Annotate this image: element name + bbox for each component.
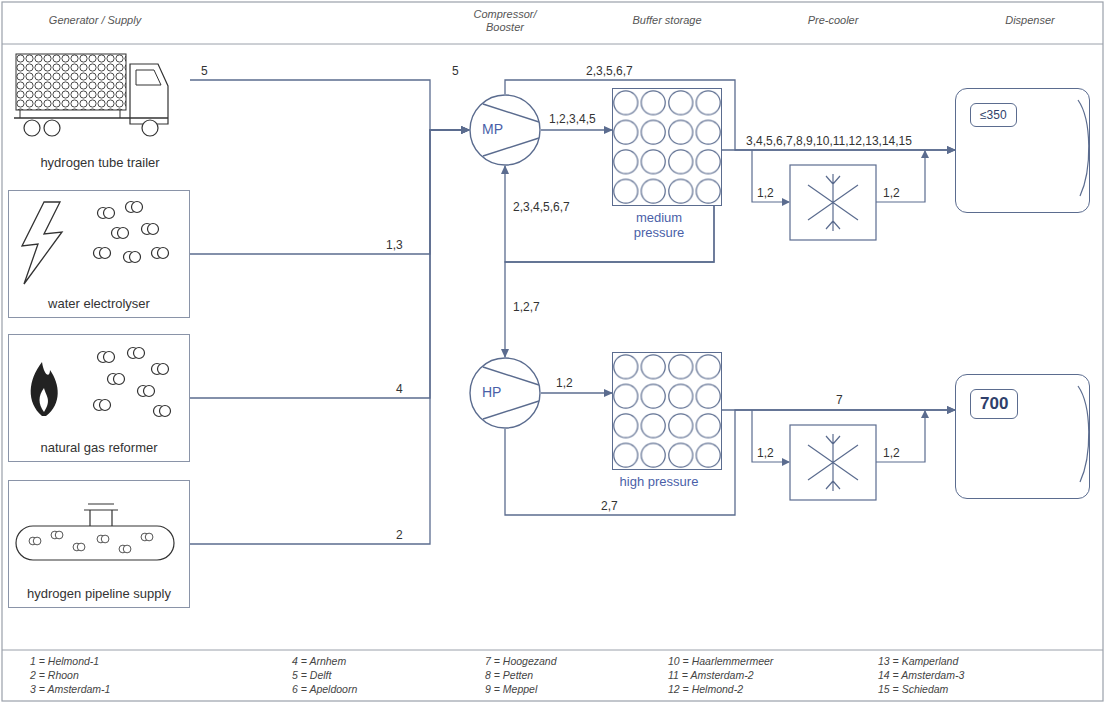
flow-line [190,130,469,544]
node-text: water electrolyser [9,296,189,311]
station-numbers: 1,2 [757,446,774,460]
station-numbers: 1,2 [883,446,900,460]
compressor-symbol: HP [469,357,541,429]
station-numbers: 1,2 [883,186,900,200]
station-numbers: 1,2 [757,186,774,200]
column-header: Compressor/ Booster [455,8,555,34]
station-key: 13 = Kamperland [878,655,958,667]
station-key: 3 = Amsterdam-1 [30,683,110,695]
station-numbers: 1,2,3,4,5 [548,112,597,126]
station-numbers: 2,3,4,5,6,7 [512,200,571,214]
node-text: ≤350 [970,103,1017,127]
flow-line [541,392,612,393]
tube-trailer: hydrogen tube trailer [10,48,190,176]
dispenser: ≤350 [955,88,1090,213]
station-key: 9 = Meppel [485,683,537,695]
node-text: HP [482,384,501,400]
storage-bank: medium pressure [612,88,722,206]
flow-line [505,166,714,262]
flow-line [722,149,955,150]
compressor-outline [469,357,541,429]
storage-bank: high pressure [612,352,722,470]
flow-line [722,409,955,410]
compressor-outline [469,94,541,166]
station-numbers: 2 [395,528,404,542]
column-header: Buffer storage [612,14,722,27]
station-key: 11 = Amsterdam-2 [668,669,754,681]
column-header: Generator / Supply [15,14,175,27]
node-text: high pressure [613,474,705,489]
station-numbers: 2,3,5,6,7 [585,64,634,78]
flow-line [541,129,612,130]
station-numbers: 7 [835,393,844,407]
flow-line [505,410,955,515]
flow-line [505,206,714,357]
station-numbers: 4 [395,382,404,396]
node-text: MP [482,121,503,137]
flow-line [190,130,469,398]
station-numbers: 1,2 [555,376,574,390]
station-key: 5 = Delft [292,669,331,681]
station-numbers: 3,4,5,6,7,8,9,10,11,12,13,14,15 [745,134,913,148]
station-numbers: 1,3 [385,238,404,252]
station-key: 2 = Rhoon [30,669,79,681]
station-key: 14 = Amsterdam-3 [878,669,964,681]
reformer-box: natural gas reformer [8,334,190,462]
station-key: 15 = Schiedam [878,683,948,695]
node-text: hydrogen tube trailer [10,155,190,170]
node-text: natural gas reformer [9,440,189,455]
pipeline-box: hydrogen pipeline supply [8,480,190,608]
flow-line [190,80,469,130]
electrolyser-box: water electrolyser [8,190,190,318]
station-numbers: 5 [452,64,459,78]
station-key: 1 = Helmond-1 [30,655,99,667]
station-key: 6 = Apeldoorn [292,683,357,695]
station-key: 8 = Petten [485,669,533,681]
compressor-symbol: MP [469,94,541,166]
station-numbers: 5 [200,64,209,78]
column-header: Dispenser [965,14,1095,27]
column-header: Pre-cooler [783,14,883,27]
station-key: 12 = Helmond-2 [668,683,743,695]
node-text: hydrogen pipeline supply [9,586,189,601]
flow-line [505,80,955,150]
station-key: 4 = Arnhem [292,655,346,667]
station-key: 10 = Haarlemmermeer [668,655,773,667]
dispenser: 700 [955,374,1090,499]
station-numbers: 2,7 [600,499,619,513]
station-numbers: 1,2,7 [512,300,541,314]
flow-line [190,130,469,254]
node-text: 700 [970,389,1018,419]
node-text: medium pressure [613,210,705,240]
station-key: 7 = Hoogezand [485,655,557,667]
